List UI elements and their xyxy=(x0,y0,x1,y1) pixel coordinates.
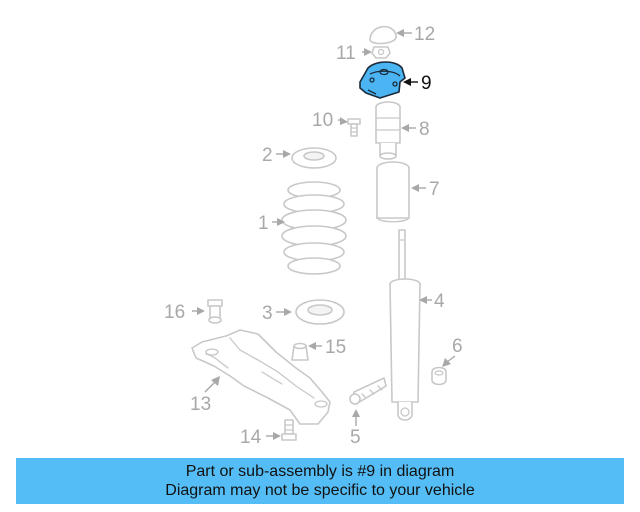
part-5-bolt[interactable] xyxy=(349,377,387,405)
callout-10[interactable]: 10 xyxy=(312,110,333,131)
callout-5[interactable]: 5 xyxy=(350,427,361,448)
callout-1[interactable]: 1 xyxy=(258,213,269,234)
part-7-dust-boot[interactable] xyxy=(376,161,410,223)
part-1-coil-spring[interactable] xyxy=(281,181,347,275)
callout-13[interactable]: 13 xyxy=(190,394,211,415)
part-2-upper-spring-seat[interactable] xyxy=(291,147,337,169)
part-9-upper-mount[interactable] xyxy=(359,61,406,99)
part-15-bushing[interactable] xyxy=(291,342,309,361)
callout-16[interactable]: 16 xyxy=(164,302,185,323)
part-4-shock-absorber[interactable] xyxy=(389,229,421,421)
banner-line-disclaimer: Diagram may not be specific to your vehi… xyxy=(165,482,475,499)
part-16-fastener[interactable] xyxy=(207,299,223,324)
callout-11[interactable]: 11 xyxy=(336,43,356,64)
part-14-bolt[interactable] xyxy=(281,419,297,441)
callout-7[interactable]: 7 xyxy=(429,179,440,200)
callout-9[interactable]: 9 xyxy=(421,73,432,94)
callout-8[interactable]: 8 xyxy=(419,119,430,140)
callout-6[interactable]: 6 xyxy=(452,336,463,357)
banner-line-part: Part or sub-assembly is #9 in diagram xyxy=(185,463,455,480)
part-10-bolt[interactable] xyxy=(347,118,361,137)
callout-2[interactable]: 2 xyxy=(262,145,273,166)
parts-diagram: 12 11 9 10 8 2 7 1 4 16 3 15 6 13 5 14 xyxy=(164,24,463,448)
part-11-nut[interactable] xyxy=(371,46,391,59)
info-banner: Part or sub-assembly is #9 in diagram Di… xyxy=(16,458,624,504)
callout-4[interactable]: 4 xyxy=(434,291,445,312)
part-3-lower-spring-seat[interactable] xyxy=(295,299,345,325)
callout-14[interactable]: 14 xyxy=(240,427,262,448)
part-8-bump-stop[interactable] xyxy=(375,101,401,160)
part-6-bushing[interactable] xyxy=(431,366,447,386)
part-13-lower-control-arm[interactable] xyxy=(191,329,331,425)
leader-lines xyxy=(192,29,456,440)
callout-12[interactable]: 12 xyxy=(414,24,435,45)
part-12-cap[interactable] xyxy=(369,25,397,45)
callout-3[interactable]: 3 xyxy=(262,303,273,324)
callout-15[interactable]: 15 xyxy=(325,337,346,358)
